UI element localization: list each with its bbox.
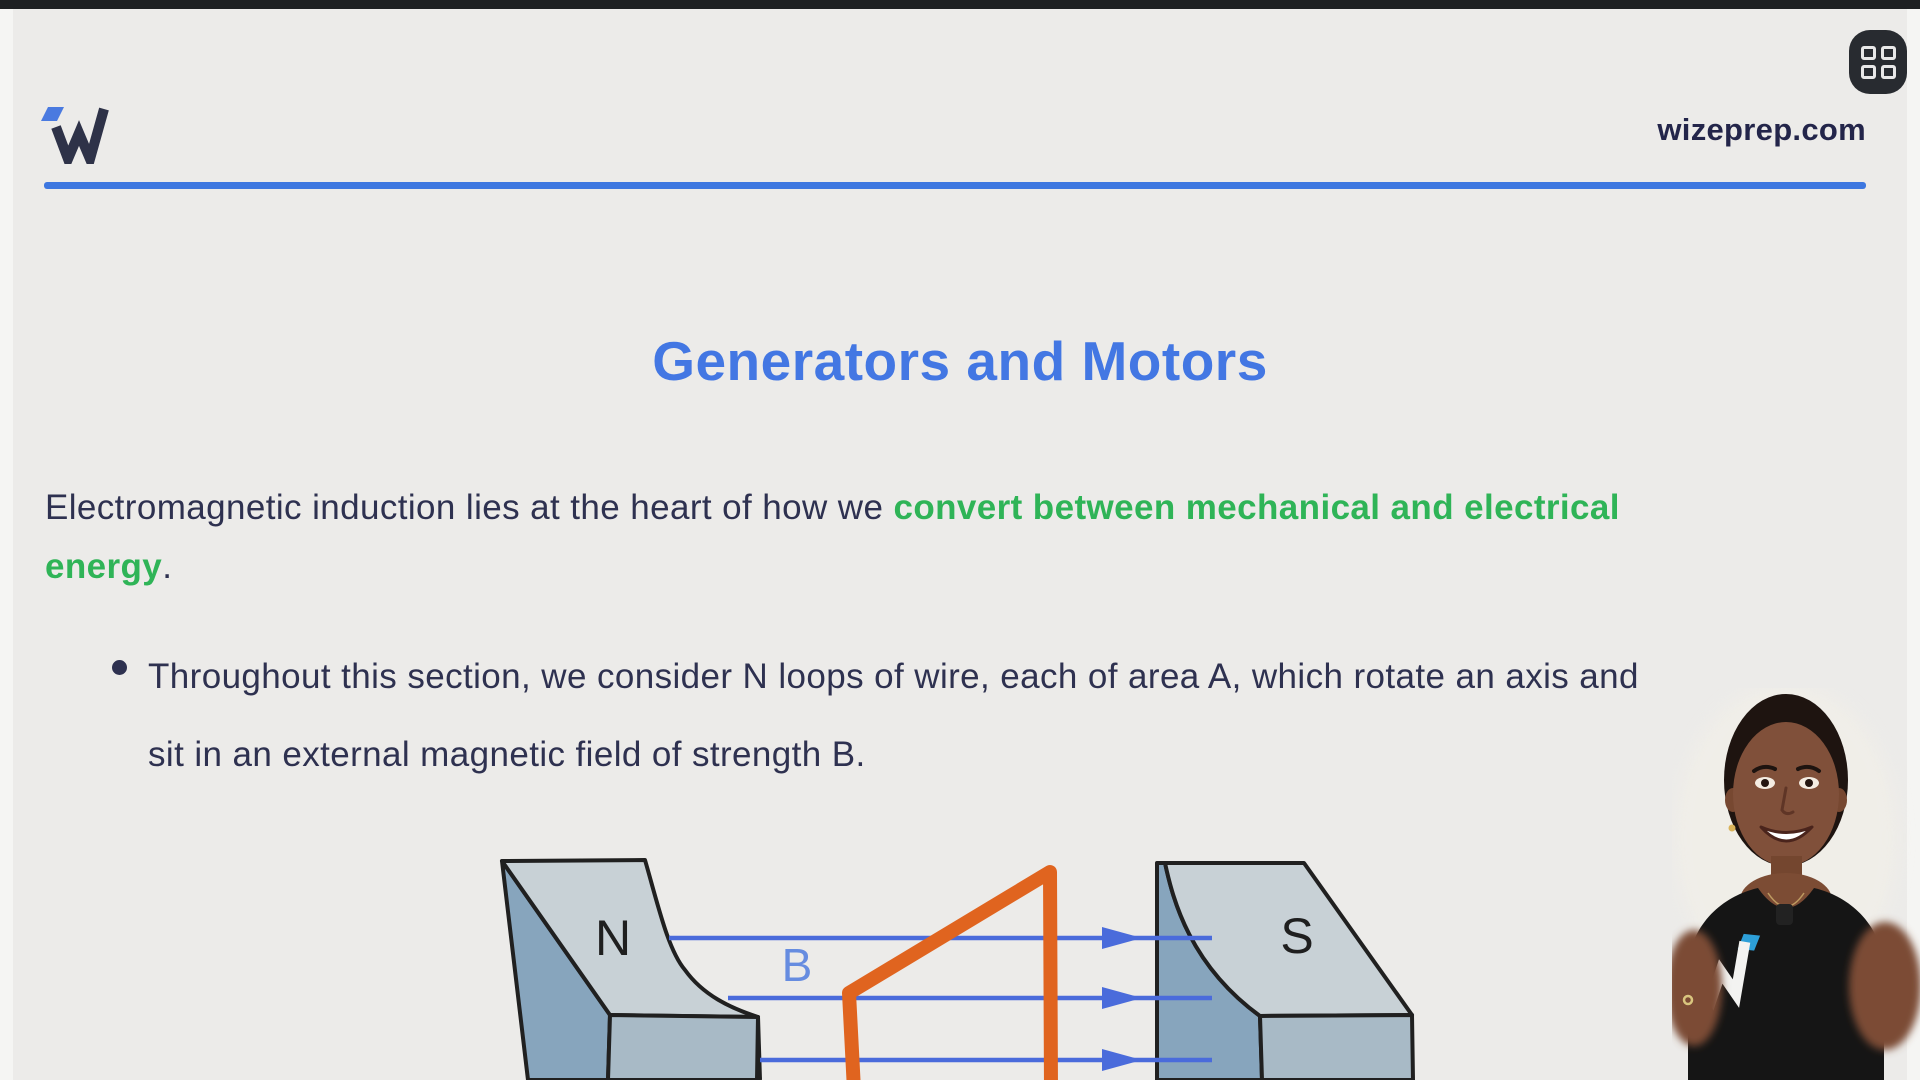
n-pole-label: N <box>595 910 631 966</box>
bullet-line-2: sit in an external magnetic field of str… <box>148 735 866 774</box>
bullet-dot <box>112 660 127 675</box>
intro-line-2: energy. <box>45 537 1620 596</box>
field-arrowheads <box>1102 927 1142 1071</box>
right-edge-strip <box>1907 9 1920 1080</box>
ring <box>1682 994 1694 1006</box>
wizeprep-logo-icon <box>41 107 109 164</box>
s-pole-label: S <box>1280 908 1313 964</box>
b-field-label: B <box>782 939 813 991</box>
window-top-bar <box>0 0 1920 9</box>
wire-loop <box>842 865 1058 1080</box>
north-magnet <box>500 858 762 1080</box>
intro-text-normal: Electromagnetic induction lies at the he… <box>45 488 894 527</box>
intro-text-highlight: convert between mechanical and electrica… <box>893 488 1620 527</box>
presenter-hands <box>1672 922 1920 1050</box>
slide-title: Generators and Motors <box>652 329 1268 392</box>
header-accent-line <box>44 182 1866 189</box>
bullet-item: Throughout this section, we consider N l… <box>148 638 1639 794</box>
apps-grid-button[interactable] <box>1849 30 1907 94</box>
intro-paragraph: Electromagnetic induction lies at the he… <box>45 478 1620 596</box>
site-url: wizeprep.com <box>1657 112 1866 147</box>
left-edge-strip <box>0 9 13 1080</box>
grid-icon <box>1860 45 1896 79</box>
presenter-head <box>1724 694 1848 866</box>
presenter-shirt <box>1688 888 1884 1080</box>
intro-text-period: . <box>162 547 173 586</box>
south-magnet <box>1155 861 1415 1080</box>
bullet-line-1: Throughout this section, we consider N l… <box>148 657 1639 696</box>
intro-line-1: Electromagnetic induction lies at the he… <box>45 478 1620 537</box>
intro-text-highlight-2: energy <box>45 547 163 586</box>
presenter-video <box>1672 688 1920 1080</box>
lapel-mic <box>1776 904 1793 925</box>
magnet-field-diagram: N S B <box>500 858 1415 1080</box>
